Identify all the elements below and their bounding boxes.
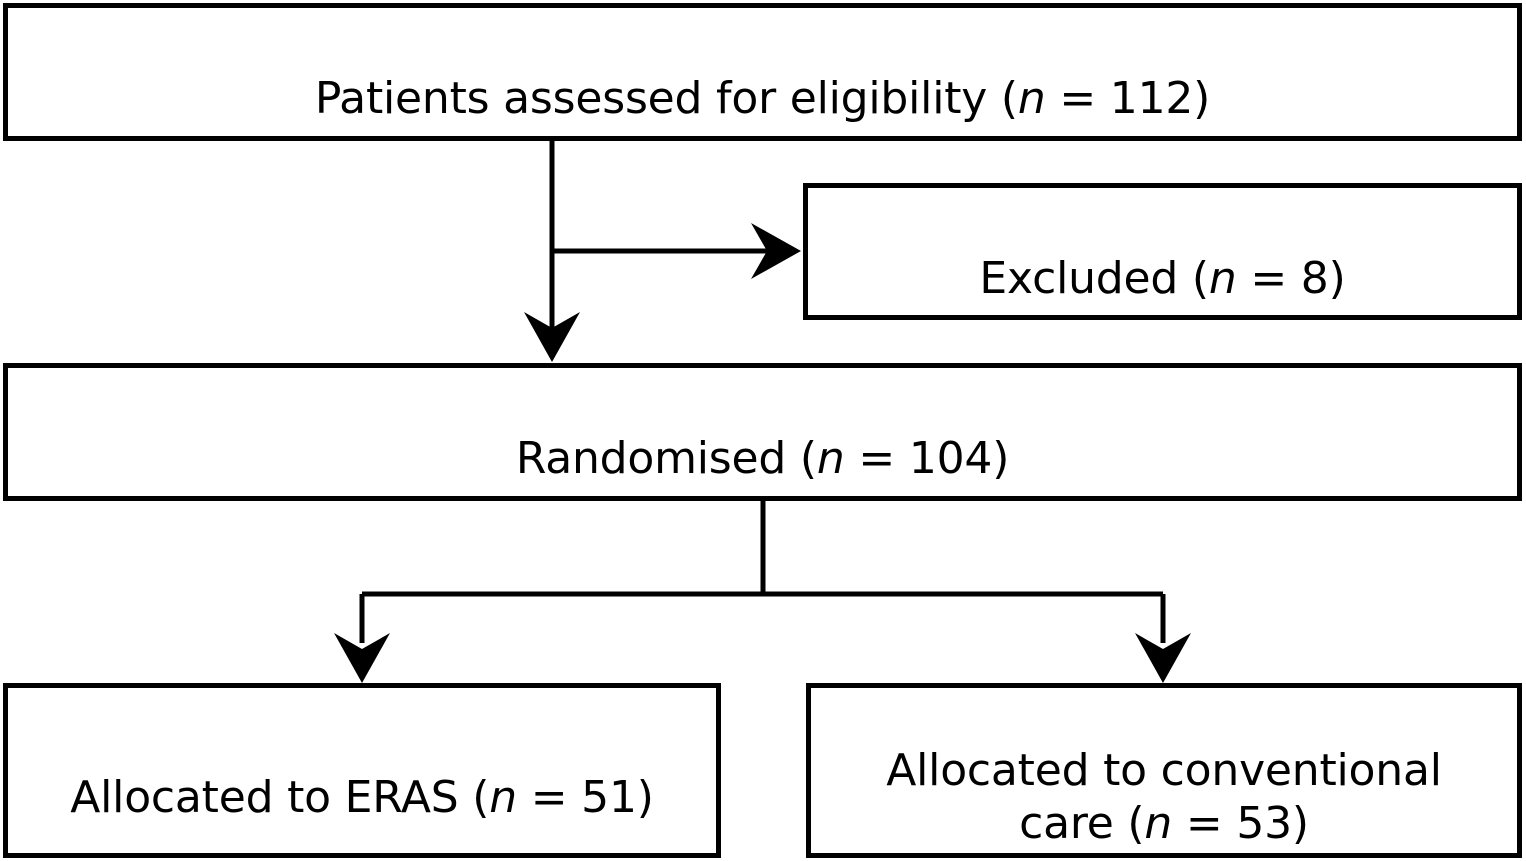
node-label-randomised-suffix: = 104) (844, 433, 1010, 484)
node-randomised: Randomised (n = 104) (3, 363, 1522, 501)
node-label-allocated-eras-suffix: = 51) (516, 771, 654, 823)
node-excluded: Excluded (n = 8) (803, 183, 1522, 320)
arrowhead-down-conventional (1135, 633, 1191, 683)
node-allocated-to-conventional-care: Allocated to conventional care (n = 53) (806, 683, 1522, 858)
arrowhead-down-randomised (524, 312, 580, 362)
node-label-allocated-conventional: Allocated to conventional care (n = 53) (872, 690, 1456, 851)
node-label-excluded-prefix: Excluded ( (979, 252, 1209, 304)
arrowhead-down-eras (334, 633, 390, 683)
node-label-allocated-eras-n-symbol: n (489, 771, 517, 823)
node-label-allocated-conventional-n-symbol: n (1144, 798, 1173, 850)
node-label-excluded: Excluded (n = 8) (965, 198, 1359, 305)
node-label-randomised-prefix: Randomised ( (515, 433, 817, 484)
node-label-assessed-prefix: Patients assessed for eligibility ( (314, 73, 1018, 124)
arrowhead-right-excluded (751, 223, 801, 279)
node-label-allocated-eras-prefix: Allocated to ERAS ( (70, 771, 490, 823)
node-patients-assessed-for-eligibility: Patients assessed for eligibility (n = 1… (3, 3, 1522, 141)
node-label-randomised: Randomised (n = 104) (502, 378, 1023, 485)
node-label-excluded-n-symbol: n (1208, 252, 1237, 304)
node-label-assessed-n-symbol: n (1017, 73, 1046, 124)
node-allocated-to-eras: Allocated to ERAS (n = 51) (3, 683, 721, 858)
node-label-excluded-suffix: = 8) (1236, 252, 1346, 304)
node-label-assessed-suffix: = 112) (1045, 73, 1211, 124)
node-label-allocated-conventional-prefix: Allocated to conventional care ( (886, 744, 1442, 850)
node-label-randomised-n-symbol: n (816, 433, 845, 484)
node-label-allocated-conventional-suffix: = 53) (1172, 798, 1309, 850)
node-label-assessed: Patients assessed for eligibility (n = 1… (301, 18, 1224, 125)
node-label-allocated-eras: Allocated to ERAS (n = 51) (56, 717, 667, 824)
